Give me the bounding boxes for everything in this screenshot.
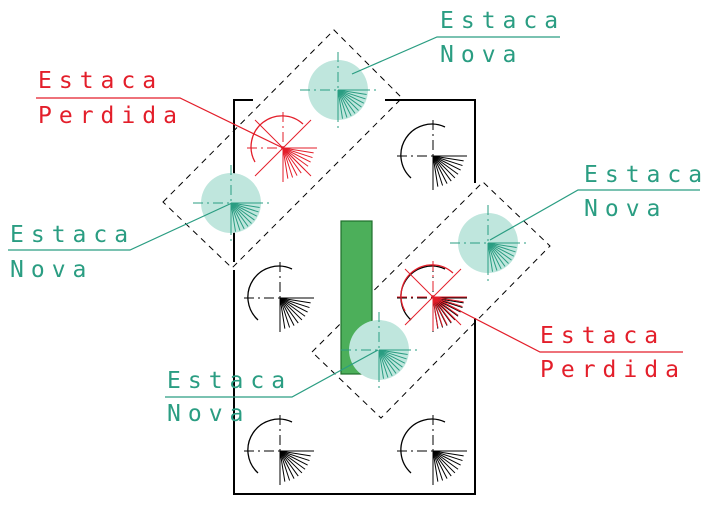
leader-nova-top bbox=[351, 36, 560, 75]
label-nova-left: Estaca Nova bbox=[10, 222, 135, 283]
leader-nova-bottom bbox=[165, 349, 379, 398]
svg-text:Estaca: Estaca bbox=[167, 368, 292, 394]
new-block-right bbox=[311, 181, 551, 419]
label-nova-top: Estaca Nova bbox=[440, 8, 565, 68]
existing-pile bbox=[397, 415, 469, 487]
svg-text:Perdida: Perdida bbox=[540, 357, 686, 383]
leader-nova-left bbox=[8, 202, 233, 251]
svg-text:Estaca: Estaca bbox=[584, 162, 709, 188]
svg-text:Estaca: Estaca bbox=[540, 323, 665, 349]
existing-pile bbox=[244, 415, 316, 487]
new-block-left bbox=[162, 29, 403, 269]
new-pile bbox=[450, 205, 526, 281]
new-pile bbox=[341, 312, 417, 388]
leader-perdida-left bbox=[36, 97, 284, 149]
leader-nova-right bbox=[489, 189, 700, 241]
svg-text:Nova: Nova bbox=[440, 42, 523, 68]
svg-text:Perdida: Perdida bbox=[38, 103, 184, 129]
label-perdida-right: Estaca Perdida bbox=[540, 323, 686, 383]
svg-text:Estaca: Estaca bbox=[38, 68, 163, 94]
svg-text:Estaca: Estaca bbox=[10, 222, 135, 248]
new-pile bbox=[300, 52, 376, 128]
svg-text:Nova: Nova bbox=[584, 196, 667, 222]
existing-pile bbox=[397, 120, 469, 192]
leader-perdida-right bbox=[432, 296, 683, 353]
svg-text:Nova: Nova bbox=[167, 401, 250, 427]
existing-pile bbox=[244, 262, 316, 334]
svg-text:Nova: Nova bbox=[10, 257, 93, 283]
label-nova-bottom: Estaca Nova bbox=[167, 368, 292, 427]
svg-text:Estaca: Estaca bbox=[440, 8, 565, 34]
label-nova-right: Estaca Nova bbox=[584, 162, 709, 222]
label-perdida-left: Estaca Perdida bbox=[38, 68, 184, 129]
